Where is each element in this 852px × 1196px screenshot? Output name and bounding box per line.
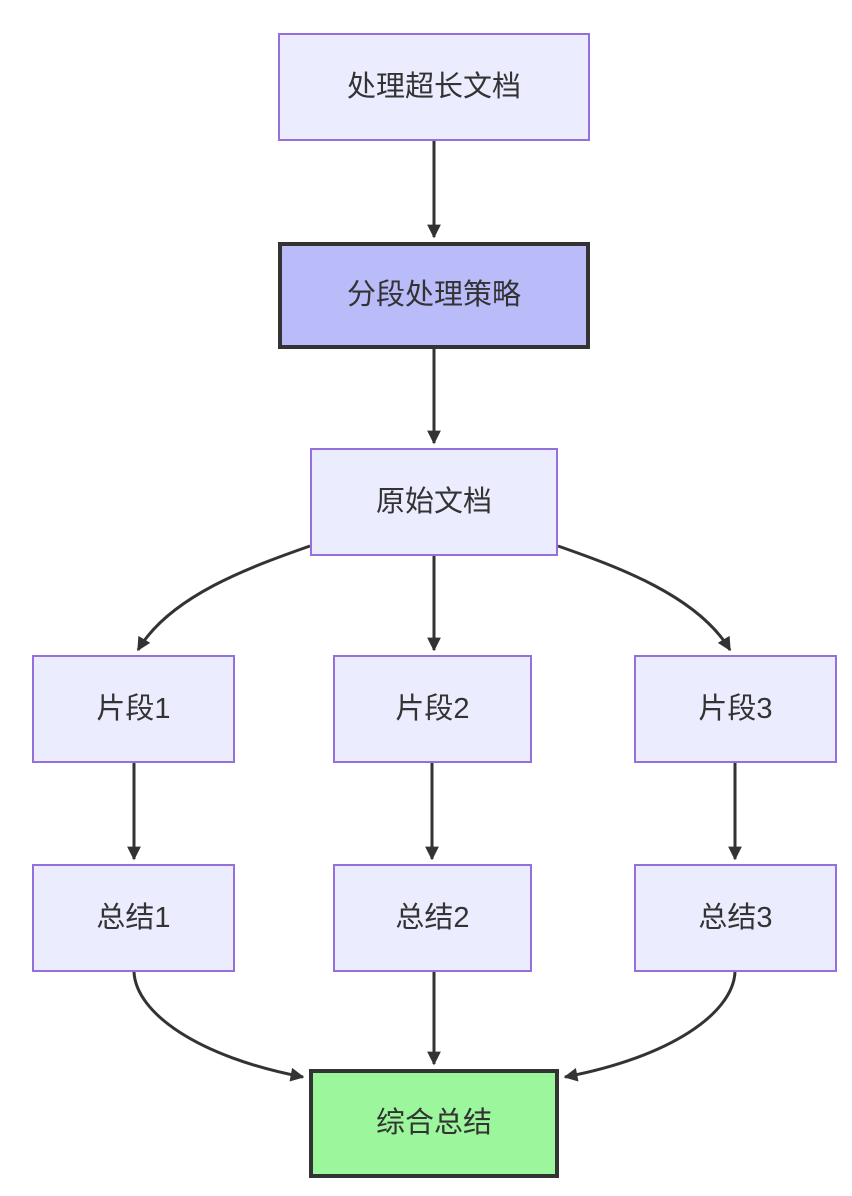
edge-original-to-fragment1: [136, 544, 311, 652]
node-fragment-2: 片段2: [333, 655, 532, 763]
edge-original-to-fragment3: [557, 544, 732, 652]
node-summary-1: 总结1: [32, 864, 235, 972]
node-segment-strategy: 分段处理策略: [278, 242, 590, 349]
node-original-doc: 原始文档: [310, 448, 558, 556]
node-process-long-doc: 处理超长文档: [278, 33, 590, 141]
edge-summary1-to-final: [132, 971, 305, 1082]
node-fragment-3: 片段3: [634, 655, 837, 763]
node-fragment-1: 片段1: [32, 655, 235, 763]
node-final-summary: 综合总结: [309, 1069, 559, 1178]
node-summary-3: 总结3: [634, 864, 837, 972]
node-summary-2: 总结2: [333, 864, 532, 972]
edge-summary3-to-final: [563, 971, 737, 1082]
